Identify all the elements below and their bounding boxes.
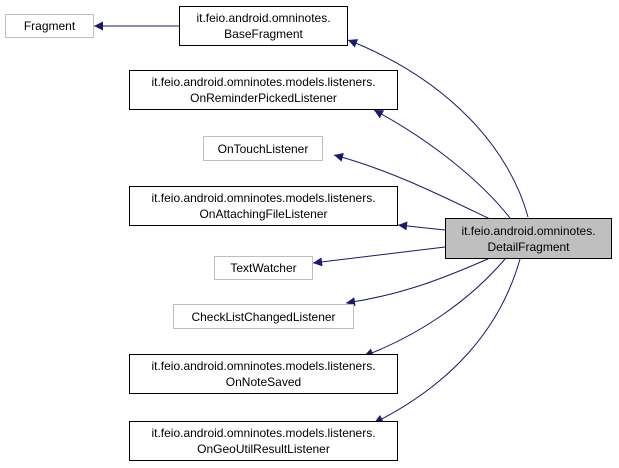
node-detail-fragment-package: it.feio.android.omninotes. [461,223,596,238]
node-geo-listener-package: it.feio.android.omninotes.models.listene… [151,426,376,440]
edge-detail-to-touch [333,152,491,220]
node-reminder-listener-package: it.feio.android.omninotes.models.listene… [151,75,376,89]
node-touch-listener: OnTouchListener [203,136,323,161]
node-note-saved-class: OnNoteSaved [225,375,302,389]
node-text-watcher-label: TextWatcher [230,261,297,275]
node-geo-listener: it.feio.android.omninotes.models.listene… [129,421,398,461]
node-reminder-listener-class: OnReminderPickedListener [190,91,337,105]
edge-detail-to-reminder [373,109,511,219]
node-detail-fragment: it.feio.android.omninotes. DetailFragmen… [445,218,612,259]
node-fragment: Fragment [5,14,94,38]
node-touch-listener-label: OnTouchListener [217,141,309,156]
edge-detail-to-base [347,39,529,218]
node-checklist-listener: CheckListChangedListener [173,304,354,329]
node-base-fragment: it.feio.android.omninotes. BaseFragment [179,6,348,46]
node-fragment-label: Fragment [23,19,76,33]
node-checklist-listener-label: CheckListChangedListener [191,309,336,324]
node-attaching-listener-package: it.feio.android.omninotes.models.listene… [151,191,376,205]
edge-detail-to-geo [373,258,521,424]
node-base-fragment-class: BaseFragment [224,27,303,41]
node-detail-fragment-class: DetailFragment [487,239,570,254]
edge-detail-to-notesaved [363,258,506,358]
node-text-watcher: TextWatcher [214,256,313,280]
node-note-saved: it.feio.android.omninotes.models.listene… [129,354,398,394]
node-geo-listener-class: OnGeoUtilResultListener [197,442,330,456]
node-note-saved-package: it.feio.android.omninotes.models.listene… [151,359,376,373]
node-attaching-listener: it.feio.android.omninotes.models.listene… [129,186,398,226]
edge-detail-to-textwatcher [312,246,446,267]
node-attaching-listener-class: OnAttachingFileListener [199,207,328,221]
node-reminder-listener: it.feio.android.omninotes.models.listene… [129,70,398,110]
edge-detail-to-attaching [397,221,446,231]
edge-detail-to-checklist [345,257,491,307]
node-base-fragment-package: it.feio.android.omninotes. [196,11,331,25]
